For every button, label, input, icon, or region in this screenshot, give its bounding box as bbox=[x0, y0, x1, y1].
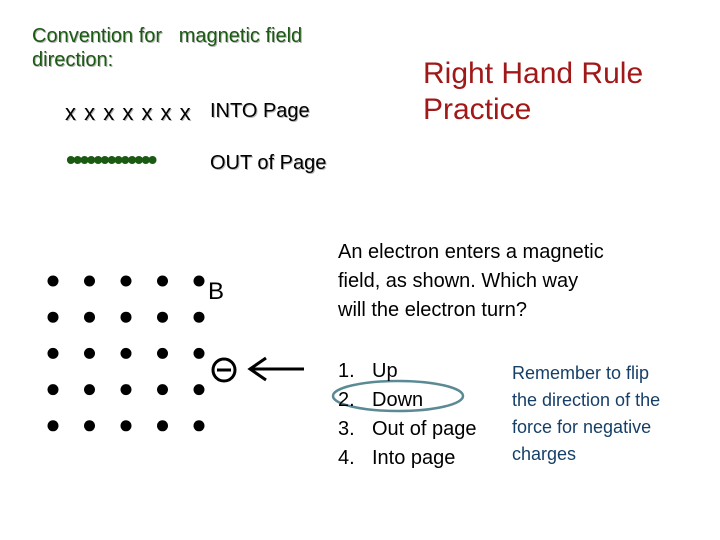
field-dot bbox=[84, 275, 95, 287]
reminder-note: Remember to flip the direction of the fo… bbox=[512, 363, 661, 464]
field-dot bbox=[193, 347, 205, 359]
field-dot bbox=[47, 384, 59, 396]
field-dot bbox=[47, 347, 59, 359]
field-dot bbox=[47, 420, 59, 432]
option-2[interactable]: 2.Down bbox=[338, 389, 424, 411]
arrow-left-icon bbox=[247, 356, 304, 382]
option-label: Into page bbox=[372, 447, 456, 469]
option-label: Out of page bbox=[372, 418, 477, 440]
field-dot bbox=[120, 347, 132, 359]
field-dot bbox=[120, 275, 132, 287]
field-dot bbox=[120, 384, 132, 396]
option-4[interactable]: 4.Into page bbox=[338, 447, 456, 469]
answer-options: 1.Up 2.Down 3.Out of page 4.Into page bbox=[338, 357, 477, 473]
field-dot bbox=[84, 311, 95, 323]
answer-highlight-circle bbox=[331, 379, 465, 413]
option-1[interactable]: 1.Up bbox=[338, 360, 398, 382]
out-of-page-symbols: ••••••••••••• bbox=[66, 144, 157, 175]
field-dot bbox=[193, 275, 205, 287]
field-dot bbox=[157, 347, 168, 359]
field-dot bbox=[157, 275, 168, 287]
convention-title: Convention for magnetic field direction: bbox=[32, 25, 303, 71]
field-dot bbox=[120, 420, 132, 432]
field-dot bbox=[157, 311, 168, 323]
into-page-label: INTO Page bbox=[210, 100, 310, 122]
slide-title: Right Hand Rule Practice bbox=[423, 57, 644, 126]
field-dot bbox=[157, 420, 168, 432]
field-dot bbox=[84, 420, 95, 432]
field-dot-grid bbox=[47, 275, 205, 432]
field-dot bbox=[193, 384, 205, 396]
field-label: B bbox=[208, 278, 225, 305]
option-label: Up bbox=[372, 360, 398, 382]
out-of-page-label: OUT of Page bbox=[210, 152, 327, 174]
electron-symbol bbox=[211, 357, 237, 383]
field-dot bbox=[193, 311, 205, 323]
field-dot bbox=[120, 311, 132, 323]
option-label: Down bbox=[372, 389, 424, 411]
field-dot bbox=[84, 384, 95, 396]
into-page-symbols: x x x x x x x bbox=[65, 100, 192, 125]
question-text: An electron enters a magnetic field, as … bbox=[338, 241, 604, 321]
option-3[interactable]: 3.Out of page bbox=[338, 418, 477, 440]
field-dot bbox=[157, 384, 168, 396]
field-dot bbox=[193, 420, 205, 432]
field-dot bbox=[47, 275, 59, 287]
field-dot bbox=[47, 311, 59, 323]
field-dot bbox=[84, 347, 95, 359]
